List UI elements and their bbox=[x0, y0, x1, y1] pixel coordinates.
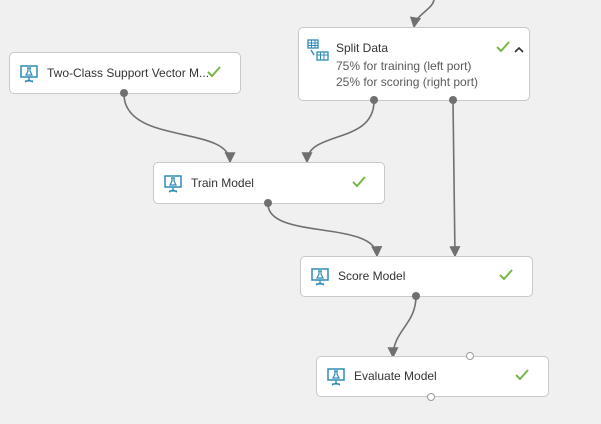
output-port-train[interactable] bbox=[264, 199, 272, 207]
experiment-module-icon bbox=[311, 268, 329, 289]
connection-split-score-port bbox=[449, 100, 461, 258]
output-port-split-left[interactable] bbox=[370, 96, 378, 104]
module-title: Train Model bbox=[191, 176, 254, 190]
output-port-evaluate[interactable] bbox=[427, 393, 435, 401]
module-param-line-2: 25% for scoring (right port) bbox=[336, 75, 479, 89]
module-title: Score Model bbox=[338, 269, 406, 283]
output-port-svm[interactable] bbox=[120, 89, 128, 97]
connection-dataset-to-split bbox=[409, 0, 435, 29]
connection-train-to-score bbox=[267, 203, 383, 258]
experiment-module-icon bbox=[20, 65, 38, 86]
connection-score-to-evaluate bbox=[387, 295, 417, 359]
output-port-score[interactable] bbox=[412, 292, 420, 300]
completed-check-icon bbox=[496, 41, 510, 56]
module-title: Evaluate Model bbox=[354, 369, 437, 383]
split-data-icon bbox=[307, 39, 329, 64]
module-two-class-svm[interactable]: Two-Class Support Vector M... bbox=[9, 52, 241, 94]
connection-svm-to-train bbox=[123, 93, 236, 164]
module-split-data[interactable]: Split Data 75% for training (left port) … bbox=[298, 27, 530, 101]
module-title: Split Data bbox=[336, 41, 389, 55]
completed-check-icon bbox=[499, 269, 513, 284]
connection-split-train-port bbox=[301, 100, 375, 164]
experiment-module-icon bbox=[327, 368, 345, 389]
input-port-evaluate-right[interactable] bbox=[466, 352, 474, 360]
module-param-line-1: 75% for training (left port) bbox=[336, 59, 472, 73]
module-title: Two-Class Support Vector M... bbox=[47, 66, 210, 80]
experiment-module-icon bbox=[164, 175, 182, 196]
module-score-model[interactable]: Score Model bbox=[300, 256, 533, 297]
completed-check-icon bbox=[515, 369, 529, 384]
collapse-chevron-up-icon[interactable] bbox=[514, 43, 524, 57]
module-train-model[interactable]: Train Model bbox=[153, 162, 385, 204]
output-port-split-right[interactable] bbox=[449, 96, 457, 104]
module-evaluate-model[interactable]: Evaluate Model bbox=[316, 356, 549, 397]
completed-check-icon bbox=[352, 176, 366, 191]
completed-check-icon bbox=[207, 66, 221, 81]
